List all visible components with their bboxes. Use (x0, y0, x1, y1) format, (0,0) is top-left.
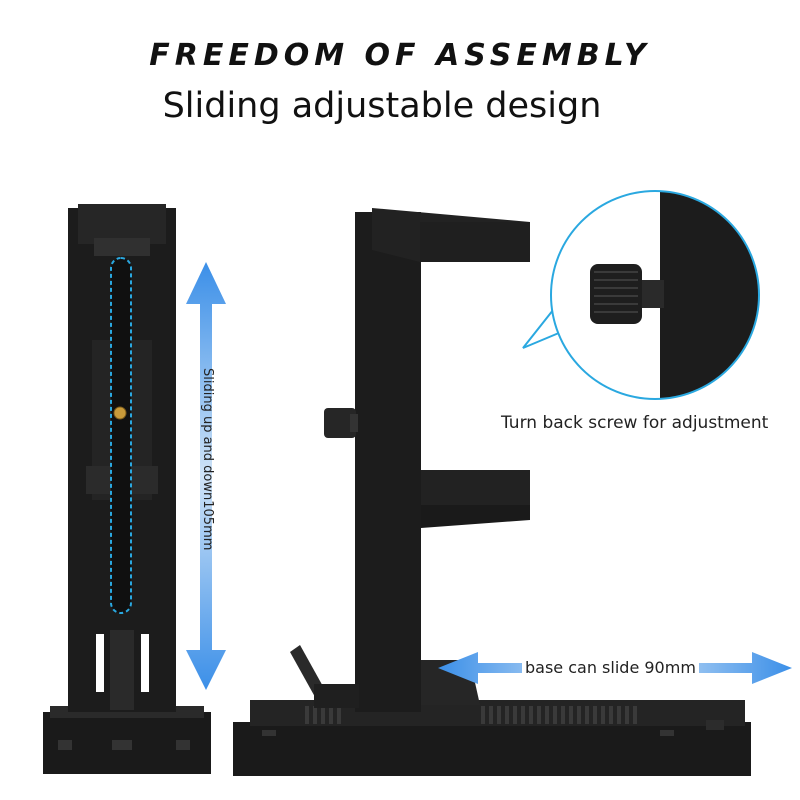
screw-adjustment-label: Turn back screw for adjustment (501, 413, 769, 433)
subheadline: Sliding adjustable design (162, 86, 602, 126)
front-view-stand (43, 204, 211, 774)
vertical-slide-arrow (186, 262, 226, 690)
base-slide-label: base can slide 90mm (522, 658, 699, 677)
vertical-slide-label: Sliding up and down105mm (200, 368, 215, 551)
screw-zoom-callout (522, 190, 760, 400)
side-view-stand (233, 208, 751, 776)
headline: FREEDOM OF ASSEMBLY (149, 38, 651, 73)
